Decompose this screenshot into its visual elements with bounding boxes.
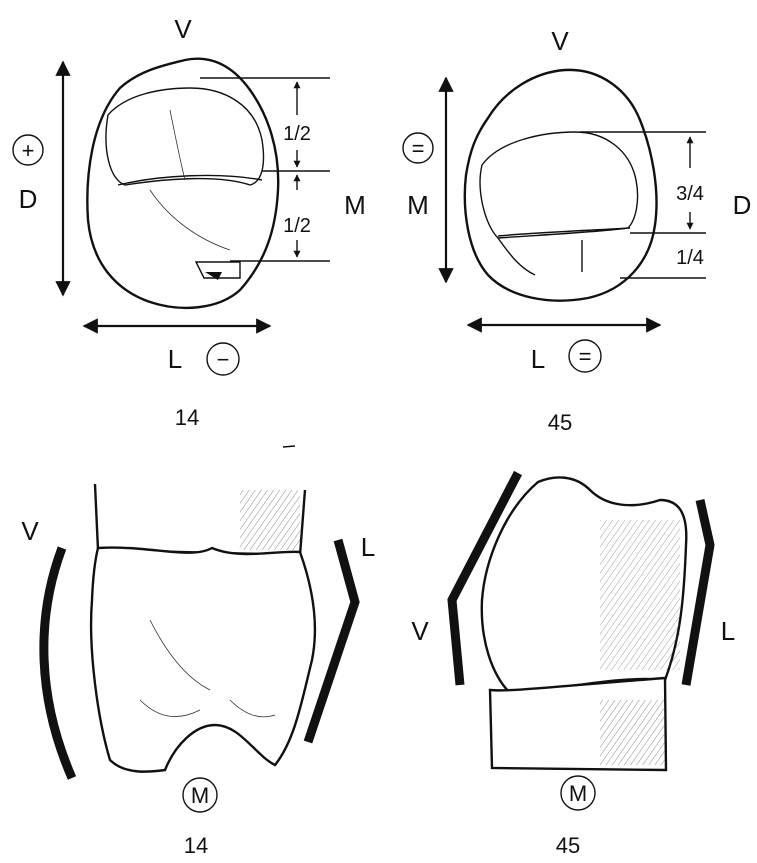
fraction-lower: 1/2 bbox=[283, 215, 311, 237]
tooth-number: 14 bbox=[184, 833, 208, 858]
tooth-number: 45 bbox=[548, 410, 572, 435]
tooth-number: 14 bbox=[175, 405, 199, 430]
label-lingual: L bbox=[531, 344, 545, 374]
fraction-upper: 1/2 bbox=[283, 123, 311, 145]
sign-vertical: + bbox=[22, 138, 35, 163]
label-lingual: L bbox=[361, 532, 375, 562]
label-lingual: L bbox=[168, 344, 182, 374]
label-distal: D bbox=[733, 190, 752, 220]
label-mesial: M bbox=[191, 783, 209, 808]
label-vestibular: V bbox=[411, 616, 429, 646]
figure-14-proximal: V L M 14 bbox=[21, 446, 375, 858]
label-vestibular: V bbox=[551, 26, 569, 56]
label-mesial: M bbox=[569, 781, 587, 806]
tooth-number: 45 bbox=[556, 833, 580, 858]
figure-14-occlusal: V + D 1/2 1/2 M L − 14 bbox=[13, 14, 366, 430]
fraction-lower: 1/4 bbox=[676, 247, 704, 269]
figure-45-proximal: V L M 45 bbox=[411, 473, 735, 858]
label-lingual: L bbox=[721, 616, 735, 646]
vestibular-contour-line bbox=[44, 548, 72, 778]
label-distal: D bbox=[19, 184, 38, 214]
label-vestibular: V bbox=[21, 516, 39, 546]
fraction-upper: 3/4 bbox=[676, 183, 704, 205]
figure-45-occlusal: V = M 3/4 1/4 D L = 45 bbox=[403, 26, 751, 435]
sign-horizontal: = bbox=[579, 344, 592, 369]
label-vestibular: V bbox=[174, 14, 192, 44]
lingual-contour-line bbox=[686, 500, 710, 685]
label-mesial: M bbox=[344, 190, 366, 220]
sign-vertical: = bbox=[412, 136, 425, 161]
tooth-14-crown-outline bbox=[87, 59, 278, 308]
sign-horizontal: − bbox=[217, 347, 230, 372]
label-mesial: M bbox=[407, 190, 429, 220]
tooth-45-crown-outline bbox=[465, 70, 657, 301]
tooth-14-crown-outline bbox=[91, 548, 315, 772]
